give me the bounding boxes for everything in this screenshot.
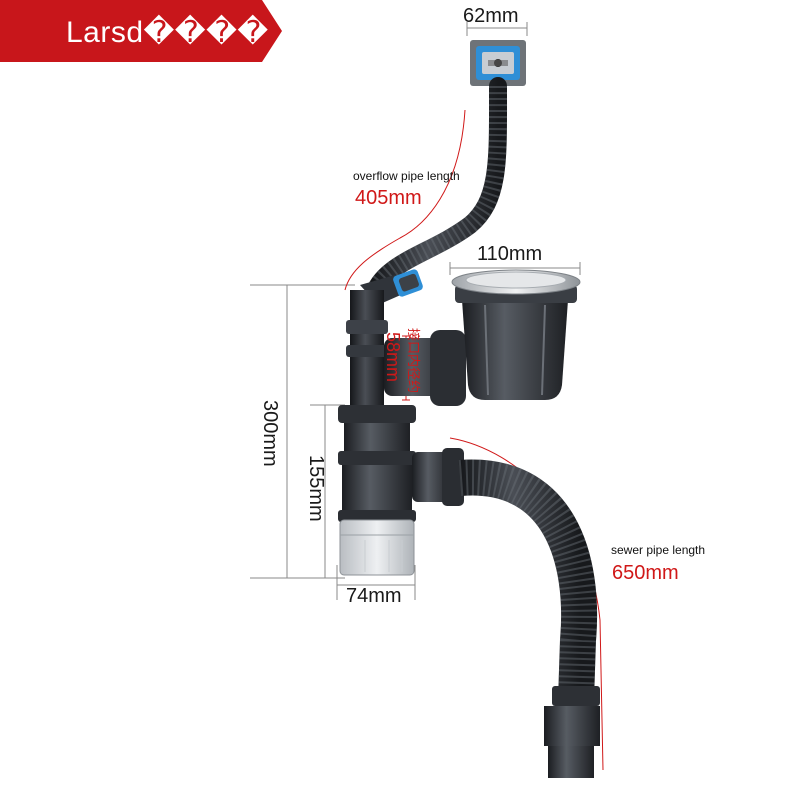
overflow-pipe-length: 405mm <box>355 187 422 209</box>
brand-banner <box>0 0 282 62</box>
overflow-pipe-title: overflow pipe length <box>353 169 460 183</box>
basket-width-label: 110mm <box>477 243 543 265</box>
trap-body <box>338 405 416 576</box>
trap-width-label: 74mm <box>346 585 402 607</box>
total-height-label: 300mm <box>259 400 281 467</box>
sewer-pipe-title: sewer pipe length <box>611 543 706 557</box>
overflow-width-label: 62mm <box>463 5 519 27</box>
overflow-head <box>470 40 526 86</box>
strainer-basket <box>451 269 581 400</box>
sewer-pipe <box>458 459 598 701</box>
sewer-end-adapter <box>544 686 600 778</box>
trap-height-label: 155mm <box>305 455 327 522</box>
sewer-pipe-length: 650mm <box>612 562 679 584</box>
overflow-pipe <box>363 77 508 309</box>
joint-note-label: 接口内径约 <box>406 328 421 394</box>
dimension-lines <box>250 22 581 600</box>
joint-diameter-label: 58mm <box>383 332 403 383</box>
brand-name: Larsd���� <box>66 16 269 49</box>
